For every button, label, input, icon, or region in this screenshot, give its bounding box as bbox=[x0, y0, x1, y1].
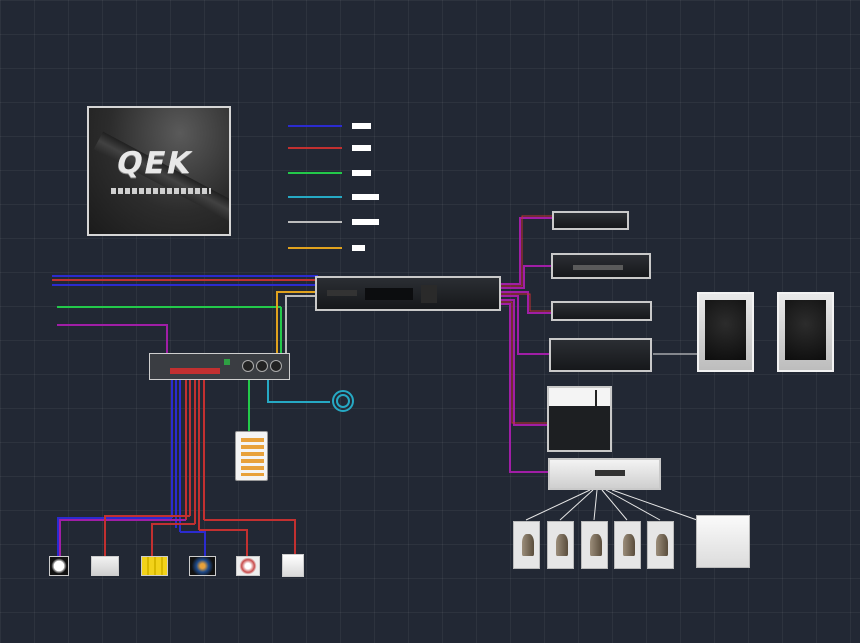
rack-wireless-mic[interactable] bbox=[551, 253, 651, 279]
legend-label-white bbox=[352, 219, 379, 225]
controller-aux-lines bbox=[248, 380, 330, 431]
av-receiver[interactable] bbox=[548, 458, 661, 490]
company-logo: QEK bbox=[87, 106, 231, 236]
status-led bbox=[224, 359, 230, 365]
legend-label-green bbox=[352, 170, 371, 176]
touch-panel-screen bbox=[241, 438, 264, 476]
processor-output-lines-red bbox=[501, 215, 552, 424]
logo-wordmark: QEK bbox=[113, 146, 196, 181]
speaker-grille-right bbox=[785, 300, 826, 360]
wireless-antenna-icon bbox=[332, 390, 354, 412]
logo-company-name bbox=[111, 188, 211, 194]
main-speaker-left[interactable] bbox=[697, 292, 754, 372]
subwoofer[interactable] bbox=[696, 515, 750, 568]
rack-device-3[interactable] bbox=[551, 301, 652, 321]
curtain-motor-icon[interactable] bbox=[141, 556, 168, 576]
legend-label-cyan bbox=[352, 194, 379, 200]
controller-knob-2 bbox=[256, 360, 268, 372]
satellite-speaker-3[interactable] bbox=[581, 521, 608, 569]
main-speaker-right[interactable] bbox=[777, 292, 834, 372]
satellite-speaker-2[interactable] bbox=[547, 521, 574, 569]
satellite-speaker-1[interactable] bbox=[513, 521, 540, 569]
wall-button-icon[interactable] bbox=[91, 556, 119, 576]
bus-controller-module[interactable] bbox=[149, 353, 290, 380]
receiver-display bbox=[595, 470, 625, 476]
speaker-cone bbox=[556, 534, 568, 556]
processor-output-lines bbox=[501, 217, 552, 473]
fan-icon[interactable] bbox=[189, 556, 216, 576]
device-bus-lines bbox=[57, 365, 296, 556]
speaker-cone bbox=[656, 534, 668, 556]
rack-device-1[interactable] bbox=[552, 211, 629, 230]
rack-power-amp[interactable] bbox=[549, 338, 652, 372]
legend-label-blue bbox=[352, 123, 371, 129]
touch-panel-tablet[interactable] bbox=[235, 431, 268, 481]
motion-sensor-icon[interactable] bbox=[49, 556, 69, 576]
speaker-cone bbox=[590, 534, 602, 556]
processor-keypad bbox=[421, 285, 437, 303]
legend-label-red bbox=[352, 145, 371, 151]
switch-panel-icon[interactable] bbox=[282, 554, 304, 577]
receiver-speaker-lines bbox=[525, 489, 698, 521]
mic-handle bbox=[573, 265, 623, 270]
legend-line-samples bbox=[288, 125, 342, 249]
media-player[interactable] bbox=[547, 386, 612, 452]
controller-knob-3 bbox=[270, 360, 282, 372]
processor-display bbox=[365, 288, 413, 300]
terminal-strip bbox=[170, 368, 220, 374]
light-bulb-icon[interactable] bbox=[236, 556, 260, 576]
media-player-antenna bbox=[595, 390, 597, 406]
controller-knob-1 bbox=[242, 360, 254, 372]
legend-label-orange bbox=[352, 245, 365, 251]
speaker-cone bbox=[522, 534, 534, 556]
central-processor[interactable] bbox=[315, 276, 501, 311]
speaker-cone bbox=[623, 534, 635, 556]
satellite-speaker-5[interactable] bbox=[647, 521, 674, 569]
speaker-grille-left bbox=[705, 300, 746, 360]
processor-panel bbox=[327, 290, 357, 296]
input-trunk-lines bbox=[52, 275, 318, 356]
satellite-speaker-4[interactable] bbox=[614, 521, 641, 569]
